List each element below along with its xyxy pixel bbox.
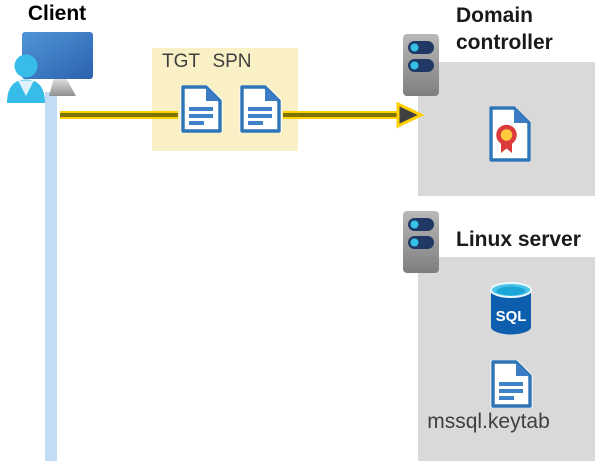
auth-arrow-line-left — [60, 111, 178, 119]
tgt-document-icon — [180, 85, 223, 133]
linux-server-label: Linux server — [456, 228, 581, 251]
client-timeline-line — [45, 92, 57, 461]
client-computer-icon — [7, 32, 93, 103]
monitor-icon — [22, 32, 93, 96]
keytab-file-icon — [490, 360, 533, 408]
linux-server-server-icon — [403, 211, 439, 273]
spn-label: SPN — [212, 51, 252, 72]
tgt-label: TGT — [162, 51, 200, 72]
certificate-icon — [489, 106, 531, 162]
keytab-filename-label: mssql.keytab — [427, 410, 550, 433]
client-label: Client — [27, 2, 87, 25]
domain-controller-server-icon — [403, 34, 439, 96]
auth-arrow-line-right — [283, 111, 399, 119]
sql-database-icon: SQL — [490, 282, 532, 335]
domain-controller-label: Domain controller — [456, 4, 553, 54]
arrowhead-icon — [396, 101, 424, 129]
spn-document-icon — [239, 85, 282, 133]
user-icon — [7, 54, 45, 103]
sql-icon-label: SQL — [496, 308, 527, 325]
